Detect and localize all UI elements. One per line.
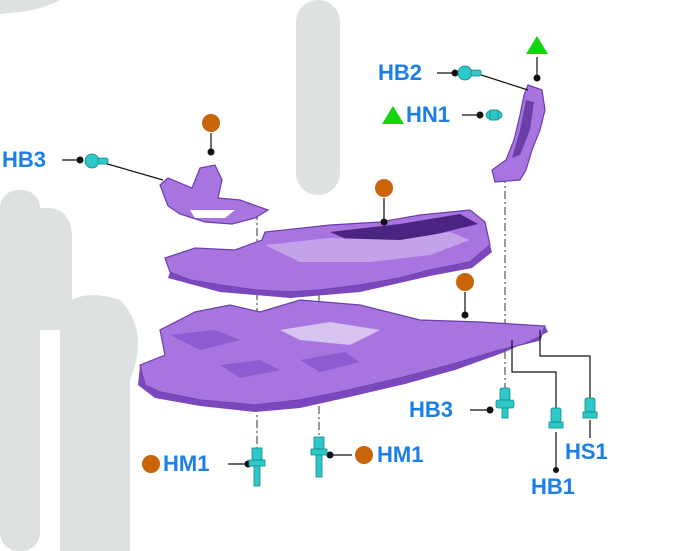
background-scribbles bbox=[0, 0, 340, 551]
orange-dot-icon bbox=[456, 273, 474, 291]
fastener-hm1-right-icon bbox=[310, 436, 328, 478]
fasteners bbox=[84, 65, 598, 487]
label-hb3-top: HB3 bbox=[2, 147, 47, 172]
fastener-hb2-icon bbox=[457, 65, 482, 81]
label-hb2: HB2 bbox=[378, 60, 423, 85]
label-hm1-right: HM1 bbox=[377, 442, 424, 467]
orange-dot-icon bbox=[202, 114, 220, 132]
fastener-hb3-top-icon bbox=[84, 153, 109, 169]
green-triangle-icon bbox=[382, 106, 404, 124]
fastener-hb1-icon bbox=[548, 407, 564, 429]
orange-dot-icon bbox=[142, 455, 160, 473]
vertical-bracket-part bbox=[491, 84, 546, 183]
label-hs1: HS1 bbox=[565, 439, 608, 464]
green-triangle-markers bbox=[382, 36, 548, 124]
label-hb1: HB1 bbox=[531, 474, 576, 499]
lower-undertray-part bbox=[138, 299, 548, 412]
fastener-hn1-icon bbox=[485, 109, 503, 121]
label-hm1-left: HM1 bbox=[163, 451, 210, 476]
orange-dot-icon bbox=[355, 446, 373, 464]
orange-dot-markers bbox=[142, 114, 474, 473]
label-hn1: HN1 bbox=[406, 102, 451, 127]
fastener-hb3-bottom-icon bbox=[495, 387, 515, 419]
fastener-hm1-left-icon bbox=[248, 447, 266, 487]
middle-tray-part bbox=[164, 209, 492, 298]
fastener-hs1-icon bbox=[582, 397, 598, 419]
green-triangle-icon bbox=[526, 36, 548, 54]
label-hb3-bottom: HB3 bbox=[409, 397, 454, 422]
small-bracket-part bbox=[159, 164, 270, 225]
orange-dot-icon bbox=[375, 179, 393, 197]
